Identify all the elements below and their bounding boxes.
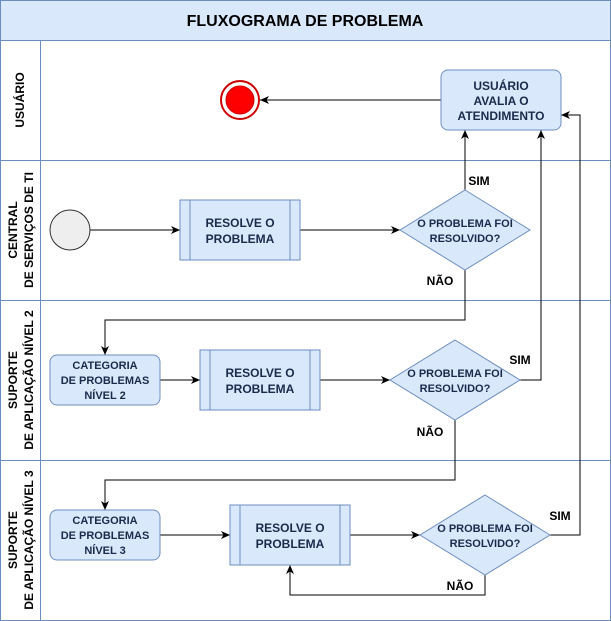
node-resolve-2-line2: PROBLEMA — [226, 382, 295, 396]
lane-label-central-2: DE SERVIÇOS DE TI — [22, 172, 36, 288]
node-decision-1-line2: RESOLVIDO? — [430, 233, 501, 245]
node-resolve-1-line1: RESOLVE O — [205, 216, 274, 230]
node-decision-3-line2: RESOLVIDO? — [450, 538, 521, 550]
edge-decision1-no — [101, 270, 466, 355]
edge-decision2-no — [101, 420, 456, 510]
edge-label-yes-1: SIM — [468, 174, 489, 188]
edge-label-yes-2: SIM — [509, 353, 530, 367]
node-resolve-1 — [179, 199, 301, 261]
lane-label-central-1: CENTRAL — [6, 201, 20, 258]
node-resolve-2-line1: RESOLVE O — [225, 366, 294, 380]
lane-label-support2-2: DE APLICAÇÃO NÍVEL 2 — [21, 310, 36, 450]
lane-label-user: USUÁRIO — [12, 72, 27, 127]
node-category-2-line1: CATEGORIA — [72, 360, 137, 372]
diagram-title: FLUXOGRAMA DE PROBLEMA — [187, 13, 424, 30]
node-resolve-1-line2: PROBLEMA — [206, 232, 275, 246]
node-category-3 — [49, 509, 161, 561]
end-event-inner — [225, 85, 255, 115]
node-decision-3-line1: O PROBLEMA FOI — [437, 523, 533, 535]
node-category-2 — [49, 354, 161, 406]
node-decision-2-line1: O PROBLEMA FOI — [407, 368, 503, 380]
node-category-3-line3: NÍVEL 3 — [84, 544, 125, 557]
node-user-evaluates-line1: USUÁRIO — [473, 78, 528, 93]
node-category-3-line1: CATEGORIA — [72, 515, 137, 527]
node-resolve-3-line1: RESOLVE O — [255, 521, 324, 535]
node-category-3-line2: DE PROBLEMAS — [61, 530, 150, 542]
node-category-2-line3: NÍVEL 2 — [84, 389, 125, 402]
node-decision-1-line1: O PROBLEMA FOI — [417, 218, 513, 230]
node-resolve-2 — [199, 349, 321, 411]
edge-decision3-no — [286, 565, 486, 596]
edge-decision3-yes — [550, 111, 581, 536]
node-decision-1 — [399, 189, 531, 271]
node-decision-2-line2: RESOLVIDO? — [420, 383, 491, 395]
lane-label-support2-1: SUPORTE — [6, 351, 20, 409]
node-resolve-3 — [229, 504, 351, 566]
edge-label-yes-3: SIM — [549, 509, 570, 523]
edge-label-no-2: NÃO — [417, 424, 444, 439]
lane-label-support3-1: SUPORTE — [6, 511, 20, 569]
edge-decision2-yes — [520, 130, 545, 381]
node-decision-3 — [419, 494, 551, 576]
node-category-2-line2: DE PROBLEMAS — [61, 375, 150, 387]
start-event — [49, 209, 91, 251]
node-user-evaluates — [440, 69, 562, 131]
pool-header — [0, 0, 611, 41]
node-user-evaluates-line2: AVALIA O — [473, 94, 528, 108]
node-resolve-3-line2: PROBLEMA — [256, 537, 325, 551]
node-decision-2 — [389, 339, 521, 421]
edge-label-no-1: NÃO — [427, 273, 454, 288]
lane-label-support3-2: DE APLICAÇÃO NÍVEL 3 — [21, 470, 36, 610]
edge-label-no-3: NÃO — [447, 578, 474, 593]
node-user-evaluates-line3: ATENDIMENTO — [458, 109, 545, 123]
